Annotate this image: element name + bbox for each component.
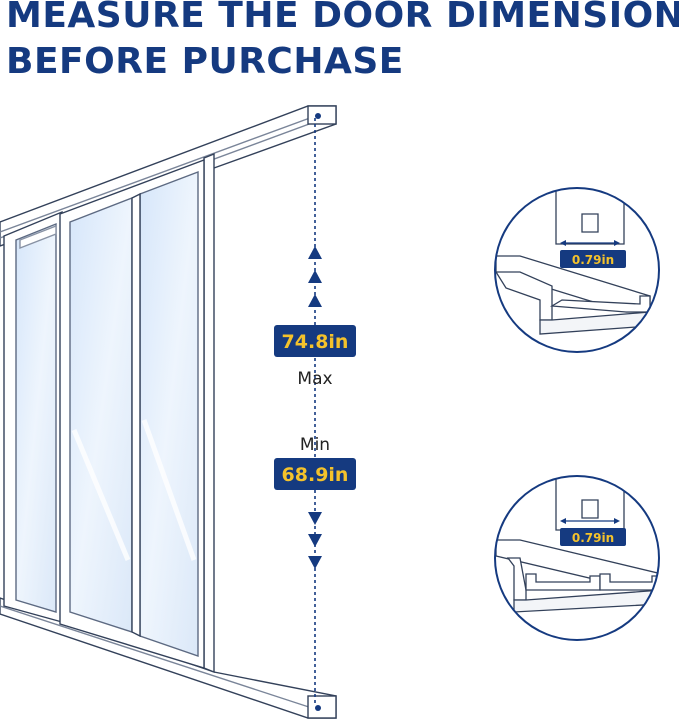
min-label: Min xyxy=(300,435,330,455)
single-track-detail: 0.79in xyxy=(494,187,660,353)
single-track-width: 0.79in xyxy=(572,253,614,267)
max-badge: 74.8in xyxy=(274,325,356,357)
double-track-detail: 0.79in xyxy=(494,475,660,641)
double-track-width: 0.79in xyxy=(572,531,614,545)
sliding-door xyxy=(0,105,337,719)
title-line-2: BEFORE PURCHASE xyxy=(6,41,404,82)
arrow-up-icon xyxy=(308,246,322,307)
min-value: 68.9in xyxy=(282,464,349,486)
title-line-1: MEASURE THE DOOR DIMENSIONS xyxy=(6,0,679,36)
max-value: 74.8in xyxy=(282,331,349,353)
double-track-badge: 0.79in xyxy=(560,528,626,546)
min-badge: 68.9in xyxy=(274,458,356,490)
double-arrow-icon xyxy=(560,518,620,524)
single-track-badge: 0.79in xyxy=(560,250,626,268)
arrow-down-icon xyxy=(308,512,322,569)
glass-pane-left xyxy=(69,196,133,633)
double-arrow-icon xyxy=(560,240,620,246)
max-label: Max xyxy=(297,369,332,389)
right-post xyxy=(203,152,215,674)
glass-pane-right xyxy=(139,170,199,657)
